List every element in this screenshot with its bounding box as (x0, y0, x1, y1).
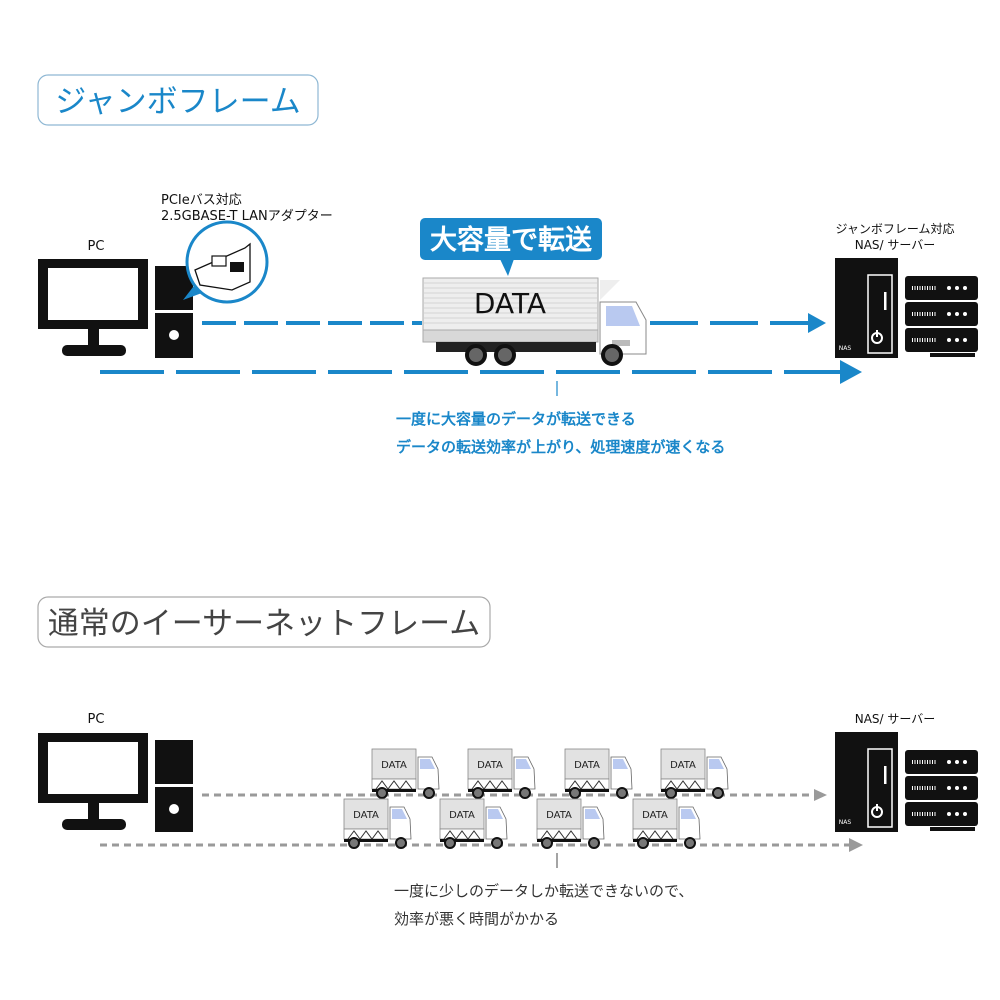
small-trucks: DATA DATA DATA DATA DATA DATA DATA DATA (343, 748, 729, 849)
arrowhead-icon (849, 838, 863, 852)
arrowhead-icon (840, 360, 862, 384)
nas-label-line1: ジャンボフレーム対応 (835, 222, 954, 236)
pc-label: PC (88, 239, 105, 254)
adapter-label-line2: 2.5GBASE-T LANアダプター (161, 209, 333, 224)
truck-data-label: DATA (477, 760, 503, 771)
adapter-label-line1: PCIeバス対応 (161, 193, 242, 208)
bubble-text: 大容量で転送 (430, 224, 592, 256)
pc-icon (38, 259, 193, 358)
section-title: 通常のイーサーネットフレーム (48, 606, 480, 642)
small-truck-icon: DATA (467, 748, 536, 799)
description-line1: 一度に少しのデータしか転送できないので、 (394, 882, 693, 900)
truck-data-label: DATA (670, 760, 696, 771)
pc-label: PC (88, 712, 105, 727)
truck-data-label: DATA (449, 810, 475, 821)
small-truck-icon: DATA (632, 798, 701, 849)
description-line2: データの転送効率が上がり、処理速度が速くなる (396, 438, 725, 456)
jumbo-section: ジャンボフレーム PC PCIeバス対応 2.5GBASE-T LANアダプター… (37, 74, 980, 456)
title-box (37, 74, 319, 126)
description-line2: 効率が悪く時間がかかる (394, 910, 559, 928)
small-truck-icon: DATA (371, 748, 440, 799)
nas-badge: NAS (839, 819, 852, 826)
small-truck-icon: DATA (439, 798, 508, 849)
small-truck-icon: DATA (343, 798, 412, 849)
truck-data-label: DATA (642, 810, 668, 821)
pc-icon (38, 733, 193, 832)
small-truck-icon: DATA (564, 748, 633, 799)
truck-data-label: DATA (353, 810, 379, 821)
truck-data-label: DATA (546, 810, 572, 821)
arrowhead-icon (814, 789, 827, 801)
small-truck-icon: DATA (660, 748, 729, 799)
speech-bubble: 大容量で転送 (420, 218, 602, 276)
nas-label: NAS/ サーバー (855, 712, 936, 726)
truck-data-label: DATA (574, 760, 600, 771)
small-truck-icon: DATA (536, 798, 605, 849)
nas-badge: NAS (839, 345, 852, 352)
lan-adapter-icon (183, 220, 269, 304)
nas-label-line2: NAS/ サーバー (855, 238, 936, 252)
transfer-lines (100, 313, 862, 384)
large-truck-icon: DATA (422, 277, 647, 366)
truck-data-label: DATA (381, 760, 407, 771)
truck-data-label: DATA (474, 287, 546, 320)
nas-server-icon (833, 256, 980, 360)
description-line1: 一度に大容量のデータが転送できる (396, 410, 636, 428)
section-title: ジャンボフレーム (55, 84, 301, 120)
arrowhead-icon (808, 313, 826, 333)
title-box (37, 596, 491, 648)
nas-server-icon (833, 730, 980, 834)
